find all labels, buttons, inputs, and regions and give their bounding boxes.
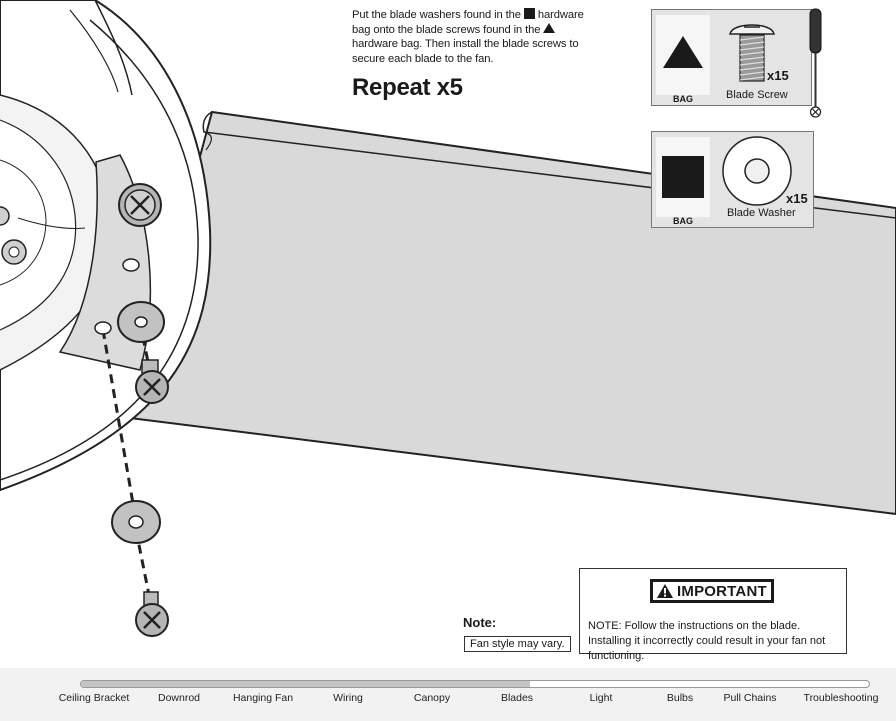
hardware-box-blade-screw: BAG x15 Blade Screw — [651, 9, 812, 106]
step-wiring[interactable]: Wiring — [333, 692, 363, 704]
bag-label: BAG — [673, 94, 693, 104]
triangle-icon — [663, 36, 703, 68]
important-badge: IMPORTANT — [650, 579, 774, 603]
important-badge-label: IMPORTANT — [677, 582, 767, 600]
square-icon — [662, 156, 704, 198]
note-title: Note: — [463, 615, 497, 630]
instruction-text: Put the blade washers found in the hardw… — [352, 8, 592, 66]
instruction-line-3: hardware bag. Then install the blade scr… — [352, 38, 579, 51]
note-tag: Fan style may vary. — [464, 636, 571, 652]
step-hanging-fan[interactable]: Hanging Fan — [232, 692, 294, 704]
step-canopy[interactable]: Canopy — [413, 692, 451, 704]
progress-fill — [81, 681, 531, 687]
step-downrod[interactable]: Downrod — [157, 692, 201, 704]
progress-track — [80, 680, 870, 688]
step-bulbs[interactable]: Bulbs — [666, 692, 694, 704]
step-troubleshooting[interactable]: Troubleshooting — [803, 692, 879, 704]
progress-bar: Ceiling Bracket Downrod Hanging Fan Wiri… — [0, 668, 896, 721]
hardware-box-blade-washer: BAG x15 Blade Washer — [651, 131, 814, 228]
square-bag-icon — [523, 8, 535, 19]
warning-icon — [657, 584, 673, 598]
repeat-label: Repeat x5 — [352, 74, 463, 101]
step-pull-chains[interactable]: Pull Chains — [723, 692, 777, 704]
step-light[interactable]: Light — [589, 692, 613, 704]
blade-washer-label: Blade Washer — [727, 207, 796, 219]
blade-washer-qty: x15 — [786, 191, 808, 206]
triangle-bag-icon — [543, 22, 556, 33]
blade-washer-icon — [722, 136, 792, 206]
screwdriver-icon — [809, 8, 822, 118]
blade-screw-qty: x15 — [767, 68, 789, 83]
blade-screw-label: Blade Screw — [726, 89, 788, 101]
important-text: NOTE: Follow the instructions on the bla… — [588, 620, 826, 662]
instruction-line-1b: hardware — [537, 9, 584, 21]
instruction-line-2: bag onto the blade screws found in the — [352, 23, 541, 36]
bag-label: BAG — [673, 216, 693, 226]
blade-screw-icon — [729, 24, 775, 82]
important-box: IMPORTANT NOTE: Follow the instructions … — [579, 568, 847, 662]
step-blades[interactable]: Blades — [500, 692, 534, 704]
step-ceiling-bracket[interactable]: Ceiling Bracket — [58, 692, 130, 704]
instruction-line-1a: Put the blade washers found in the — [352, 9, 521, 21]
instruction-line-4: secure each blade to the fan. — [352, 52, 494, 65]
